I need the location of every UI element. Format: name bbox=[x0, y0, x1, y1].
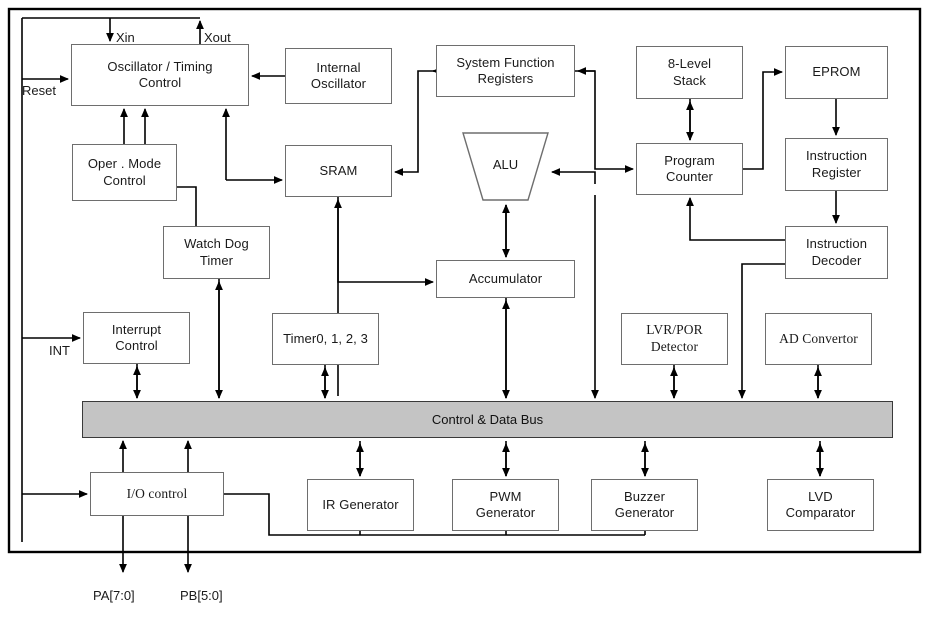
signal-label-xout: Xout bbox=[204, 30, 231, 45]
block-label: EPROM bbox=[812, 64, 861, 80]
signal-label-pa: PA[7:0] bbox=[93, 588, 135, 603]
signal-label-reset: Reset bbox=[22, 83, 56, 98]
block-label: I/O control bbox=[126, 485, 188, 501]
block-ir-generator[interactable]: IR Generator bbox=[307, 479, 414, 531]
bus-label: Control & Data Bus bbox=[431, 412, 544, 427]
block-label: Timer0, 1, 2, 3 bbox=[283, 330, 368, 346]
block-eprom[interactable]: EPROM bbox=[785, 46, 888, 99]
block-label: ALU bbox=[492, 157, 519, 172]
control-and-data-bus[interactable]: Control & Data Bus bbox=[82, 401, 893, 438]
signal-label-pb: PB[5:0] bbox=[180, 588, 223, 603]
block-label: IR Generator bbox=[322, 496, 399, 512]
block-io-control[interactable]: I/O control bbox=[90, 472, 224, 516]
block-alu[interactable]: ALU bbox=[462, 131, 549, 202]
block-label: Accumulator bbox=[468, 270, 543, 286]
alu-shape bbox=[462, 132, 549, 201]
signal-label-int: INT bbox=[49, 343, 70, 358]
block-accumulator[interactable]: Accumulator bbox=[436, 260, 575, 298]
signal-label-xin: Xin bbox=[116, 30, 135, 45]
block-label: SRAM bbox=[319, 162, 358, 178]
block-ad-convertor[interactable]: AD Convertor bbox=[765, 313, 872, 365]
block-sram[interactable]: SRAM bbox=[285, 145, 392, 197]
block-timers[interactable]: Timer0, 1, 2, 3 bbox=[272, 313, 379, 365]
block-label: AD Convertor bbox=[779, 330, 858, 346]
